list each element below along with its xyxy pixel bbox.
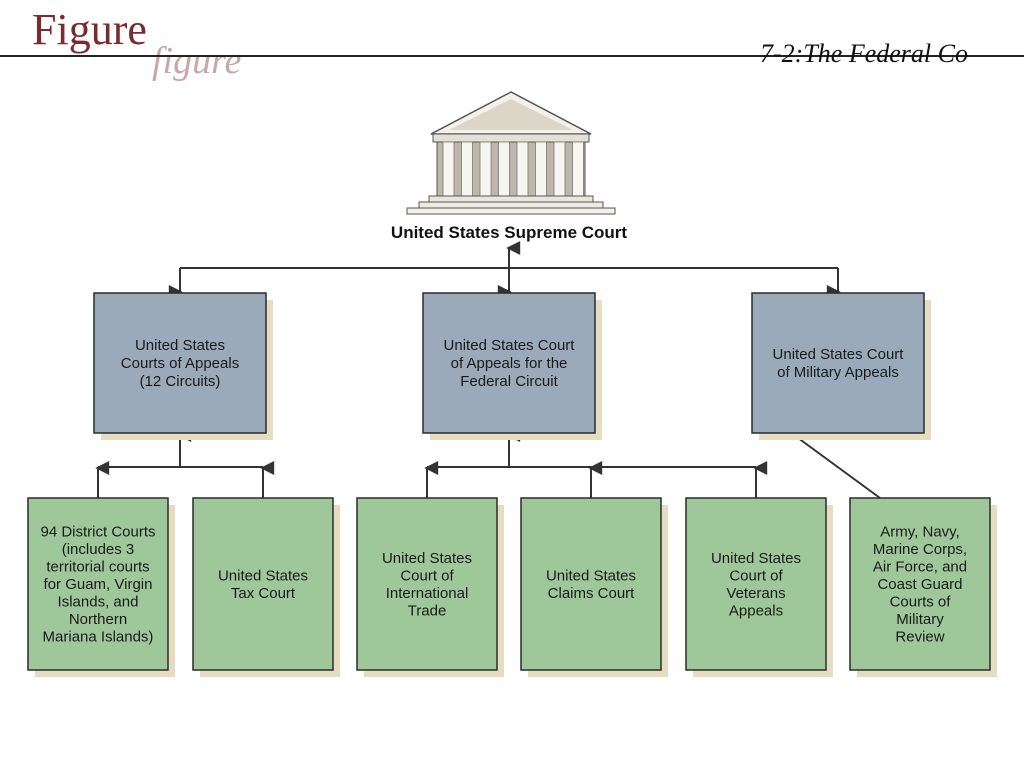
box-body (192, 497, 334, 671)
box-body (27, 497, 169, 671)
court-label-line: for Guam, Virgin (44, 576, 153, 593)
supreme-court-label: United States Supreme Court (391, 223, 627, 242)
box-body (422, 292, 596, 434)
column (461, 141, 473, 197)
court-label-line: United States (382, 550, 472, 567)
step (418, 201, 604, 209)
court-label-line: Trade (408, 602, 447, 619)
court-label-line: Federal Circuit (460, 373, 558, 390)
court-label-line: Coast Guard (877, 576, 962, 593)
courthouse-icon (406, 91, 616, 215)
connector-lines (95, 241, 881, 499)
court-label-line: Army, Navy, (880, 524, 959, 541)
court-label-line: Courts of (890, 594, 952, 611)
column (535, 141, 547, 197)
logo-echo-text: figure (152, 40, 242, 82)
court-label-line: Claims Court (548, 585, 636, 602)
court-label-line: Appeals (729, 602, 783, 619)
court-label-line: Veterans (726, 585, 785, 602)
figure-logo: Figure figure (32, 8, 292, 88)
column (479, 141, 492, 197)
column (572, 141, 584, 197)
court-label-line: United States (711, 550, 801, 567)
court-label-line: International (386, 585, 469, 602)
entablature (432, 133, 590, 143)
court-label-line: United States Court (444, 337, 576, 354)
box-body (356, 497, 498, 671)
court-label-line: (12 Circuits) (140, 373, 221, 390)
court-label-line: Military (896, 611, 944, 628)
court-label-line: Review (895, 629, 944, 646)
court-label-line: Marine Corps, (873, 541, 967, 558)
court-label-line: United States (135, 337, 225, 354)
court-label-line: United States (546, 567, 636, 584)
column (516, 141, 529, 197)
box-body (849, 497, 991, 671)
box-body (520, 497, 662, 671)
court-label-line: territorial courts (46, 559, 149, 576)
step (428, 195, 594, 203)
court-label-line: Court of (400, 567, 454, 584)
court-label-line: Courts of Appeals (121, 355, 239, 372)
header-rule (0, 55, 1024, 57)
court-label-line: Court of (729, 567, 783, 584)
court-label-line: (includes 3 (62, 541, 135, 558)
court-label-line: United States Court (773, 346, 905, 363)
box-body (751, 292, 925, 434)
logo-main-text: Figure (32, 5, 147, 54)
box-body (93, 292, 267, 434)
court-label-line: Tax Court (231, 585, 296, 602)
to-military-arrow (792, 421, 881, 499)
column (442, 141, 455, 197)
trial-court-military-review: Army, Navy,Marine Corps,Air Force, andCo… (849, 497, 997, 677)
court-label-line: Air Force, and (873, 559, 967, 576)
pediment-inner (449, 99, 573, 130)
court-label-line: of Appeals for the (451, 355, 568, 372)
court-label-line: 94 District Courts (40, 524, 155, 541)
box-body (685, 497, 827, 671)
court-label-line: Northern (69, 611, 127, 628)
step (406, 207, 616, 215)
court-label-line: Mariana Islands) (43, 629, 154, 646)
court-label-line: United States (218, 567, 308, 584)
slide-title: 7-2:The Federal Co (760, 39, 968, 68)
column (553, 141, 566, 197)
trial-court-district: 94 District Courts(includes 3territorial… (27, 497, 175, 677)
court-label-line: Islands, and (58, 594, 139, 611)
column (498, 141, 510, 197)
court-label-line: of Military Appeals (777, 364, 899, 381)
